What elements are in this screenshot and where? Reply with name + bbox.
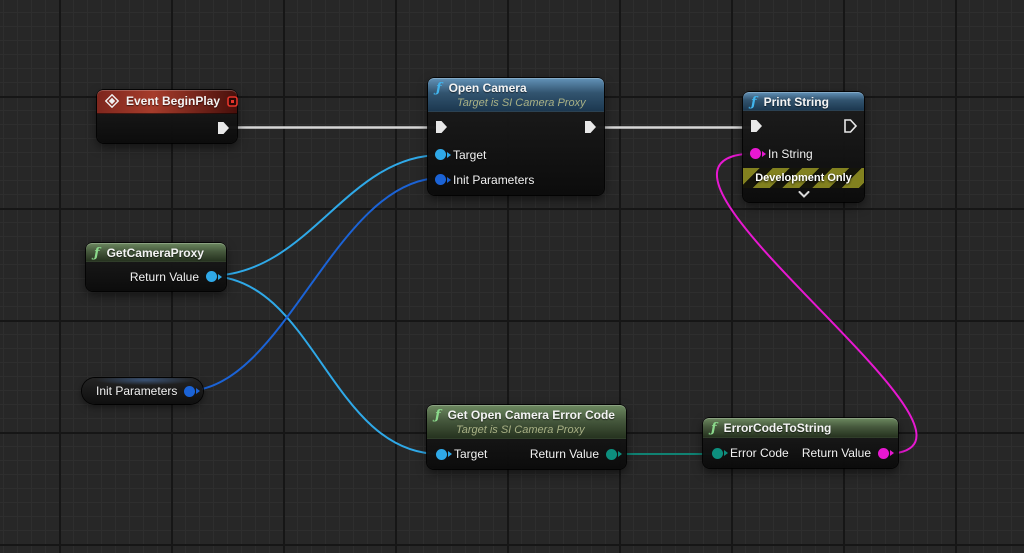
exec-in-pin[interactable]	[435, 120, 448, 134]
error-code-pin[interactable]	[712, 447, 728, 459]
wire-initparams-opencamera[interactable]	[185, 177, 442, 392]
pin-row-return-value: Return Value	[86, 262, 226, 291]
return-value-pin[interactable]	[206, 271, 222, 282]
return-value-pin[interactable]	[878, 447, 894, 459]
node-header: ƒ GetCameraProxy	[86, 243, 226, 262]
development-only-banner: Development Only	[743, 168, 864, 188]
pin-label: Error Code	[730, 446, 789, 460]
function-icon: ƒ	[751, 94, 757, 110]
target-pin[interactable]	[436, 448, 452, 460]
function-icon: ƒ	[436, 80, 442, 96]
exec-row	[428, 112, 604, 142]
node-title: GetCameraProxy	[106, 246, 204, 260]
node-event-beginplay[interactable]: Event BeginPlay	[97, 90, 238, 143]
pin-label: Return Value	[529, 447, 599, 461]
pin-row-init-parameters: Init Parameters	[428, 167, 604, 192]
init-parameters-pin[interactable]	[435, 174, 451, 185]
chevron-down-icon	[798, 191, 810, 198]
exec-out-pin[interactable]	[217, 121, 230, 135]
function-icon: ƒ	[711, 420, 717, 436]
node-header: ƒ Get Open Camera Error Code Target is S…	[427, 405, 626, 439]
pin-label: Return Value	[129, 269, 199, 284]
node-print-string[interactable]: ƒ Print String In String Development Onl…	[743, 92, 864, 202]
pin-label: Target	[453, 147, 487, 162]
exec-row	[97, 114, 237, 141]
variable-out-pin[interactable]	[184, 385, 201, 397]
node-header: ƒ ErrorCodeToString	[703, 418, 898, 438]
variable-label: Init Parameters	[96, 384, 178, 398]
pin-label: In String	[768, 146, 813, 161]
node-subtitle: Target is SI Camera Proxy	[456, 424, 585, 436]
node-header: ƒ Print String	[743, 92, 864, 111]
node-header: ƒ Open Camera Target is SI Camera Proxy	[428, 78, 604, 112]
node-init-parameters-variable[interactable]: Init Parameters	[82, 378, 203, 404]
node-open-camera[interactable]: ƒ Open Camera Target is SI Camera Proxy …	[428, 78, 604, 195]
function-icon: ƒ	[435, 407, 441, 423]
node-title: Get Open Camera Error Code	[447, 408, 615, 422]
pin-label: Target	[454, 447, 488, 461]
node-title: Print String	[763, 95, 829, 109]
pin-label: Return Value	[801, 446, 871, 460]
debug-stop-icon	[227, 95, 238, 107]
node-subtitle: Target is SI Camera Proxy	[457, 97, 586, 109]
pin-row-in-string: In String	[743, 141, 864, 166]
exec-in-pin[interactable]	[750, 119, 763, 133]
wire-cameraproxy-errortarget[interactable]	[207, 275, 442, 456]
target-pin[interactable]	[435, 149, 451, 160]
node-title: ErrorCodeToString	[723, 421, 832, 435]
node-error-code-to-string[interactable]: ƒ ErrorCodeToString Error Code Return Va…	[703, 418, 898, 468]
event-diamond-icon	[105, 94, 119, 108]
function-icon: ƒ	[94, 245, 100, 261]
pin-row-target: Target	[428, 142, 604, 167]
wire-cameraproxy-target[interactable]	[207, 154, 442, 277]
node-title: Event BeginPlay	[126, 94, 221, 108]
node-header: Event BeginPlay	[97, 90, 238, 114]
exec-out-pin[interactable]	[844, 119, 857, 133]
return-value-pin[interactable]	[606, 448, 622, 460]
node-get-open-camera-error-code[interactable]: ƒ Get Open Camera Error Code Target is S…	[427, 405, 626, 469]
node-get-camera-proxy[interactable]: ƒ GetCameraProxy Return Value	[86, 243, 226, 291]
pin-row: Error Code Return Value	[703, 438, 898, 468]
wire-errorstring-instring[interactable]	[715, 152, 918, 455]
exec-row	[743, 111, 864, 141]
node-title: Open Camera	[448, 81, 527, 95]
in-string-pin[interactable]	[750, 148, 766, 159]
pin-row: Target Return Value	[427, 439, 626, 469]
pin-label: Init Parameters	[453, 172, 535, 187]
expand-advanced-button[interactable]	[743, 188, 864, 201]
exec-out-pin[interactable]	[584, 120, 597, 134]
